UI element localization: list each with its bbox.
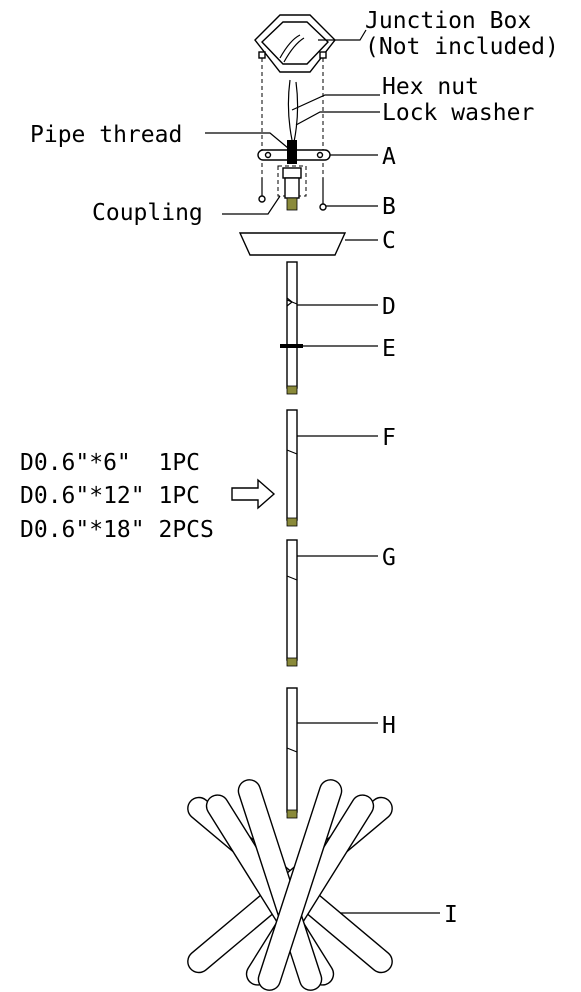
- mounting-bar: [257, 140, 331, 164]
- arrow-icon: [231, 478, 276, 510]
- label-b: B: [382, 194, 396, 220]
- label-g: G: [382, 545, 396, 571]
- label-f: F: [382, 425, 396, 451]
- rod-g: [286, 539, 298, 667]
- canopy: [238, 232, 347, 256]
- rod-list-item: D0.6"*12" 1PC: [20, 483, 200, 509]
- label-hex-nut: Hex nut: [382, 74, 479, 100]
- coupling-part: [277, 165, 307, 211]
- leader-lines: [205, 29, 440, 914]
- mounting-screws: [258, 178, 327, 211]
- rod-d: [280, 261, 303, 395]
- label-i: I: [444, 902, 458, 928]
- label-c: C: [382, 228, 396, 254]
- rod-list-item: D0.6"*6" 1PC: [20, 450, 200, 476]
- label-lock-washer: Lock washer: [382, 100, 534, 126]
- label-junction-box: Junction Box: [365, 8, 531, 34]
- rod-f: [286, 409, 298, 527]
- label-a: A: [382, 144, 396, 170]
- label-coupling: Coupling: [92, 200, 203, 226]
- label-e: E: [382, 336, 396, 362]
- fixture-body: [187, 779, 393, 991]
- rod-list-item: D0.6"*18" 2PCS: [20, 517, 214, 543]
- label-h: H: [382, 713, 396, 739]
- rod-h: [286, 687, 298, 819]
- label-not-included: (Not included): [365, 34, 559, 60]
- label-d: D: [382, 294, 396, 320]
- label-pipe-thread: Pipe thread: [30, 122, 182, 148]
- wires: [287, 79, 299, 143]
